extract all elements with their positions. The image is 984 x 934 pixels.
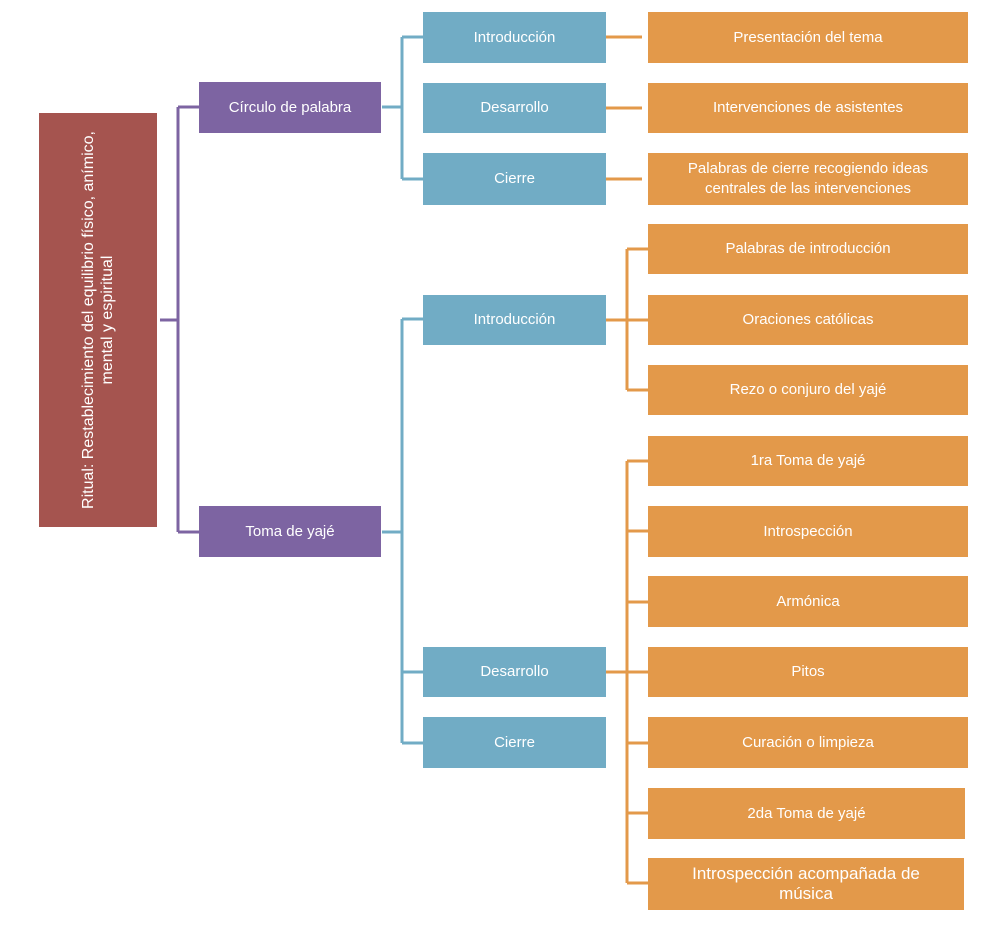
item-introspeccion: Introspección bbox=[648, 506, 968, 557]
item-palabras-de-introduccion: Palabras de introducción bbox=[648, 224, 968, 274]
branch-toma-de-yaje: Toma de yajé bbox=[199, 506, 381, 557]
level3-connectors bbox=[606, 35, 648, 885]
circulo-cierre: Cierre bbox=[423, 153, 606, 205]
root-node: Ritual: Restablecimiento del equilibrio … bbox=[39, 113, 157, 527]
item-2da-toma-de-yaje: 2da Toma de yajé bbox=[648, 788, 965, 839]
item-palabras-de-cierre: Palabras de cierre recogiendo ideas cent… bbox=[648, 153, 968, 205]
item-pitos: Pitos bbox=[648, 647, 968, 697]
item-presentacion-del-tema: Presentación del tema bbox=[648, 12, 968, 63]
root-label: Ritual: Restablecimiento del equilibrio … bbox=[80, 131, 116, 509]
branch-circulo-de-palabra: Círculo de palabra bbox=[199, 82, 381, 133]
item-curacion-o-limpieza: Curación o limpieza bbox=[648, 717, 968, 768]
level2-connectors bbox=[382, 35, 424, 745]
item-rezo-o-conjuro: Rezo o conjuro del yajé bbox=[648, 365, 968, 415]
toma-desarrollo: Desarrollo bbox=[423, 647, 606, 697]
circulo-introduccion: Introducción bbox=[423, 12, 606, 63]
item-1ra-toma-de-yaje: 1ra Toma de yajé bbox=[648, 436, 968, 486]
toma-cierre: Cierre bbox=[423, 717, 606, 768]
item-armonica: Armónica bbox=[648, 576, 968, 627]
item-intervenciones-de-asistentes: Intervenciones de asistentes bbox=[648, 83, 968, 133]
item-oraciones-catolicas: Oraciones católicas bbox=[648, 295, 968, 345]
circulo-desarrollo: Desarrollo bbox=[423, 83, 606, 133]
root-connectors bbox=[160, 105, 200, 534]
toma-introduccion: Introducción bbox=[423, 295, 606, 345]
item-introspeccion-acompanada-de-musica: Introspección acompañada de música bbox=[648, 858, 964, 910]
